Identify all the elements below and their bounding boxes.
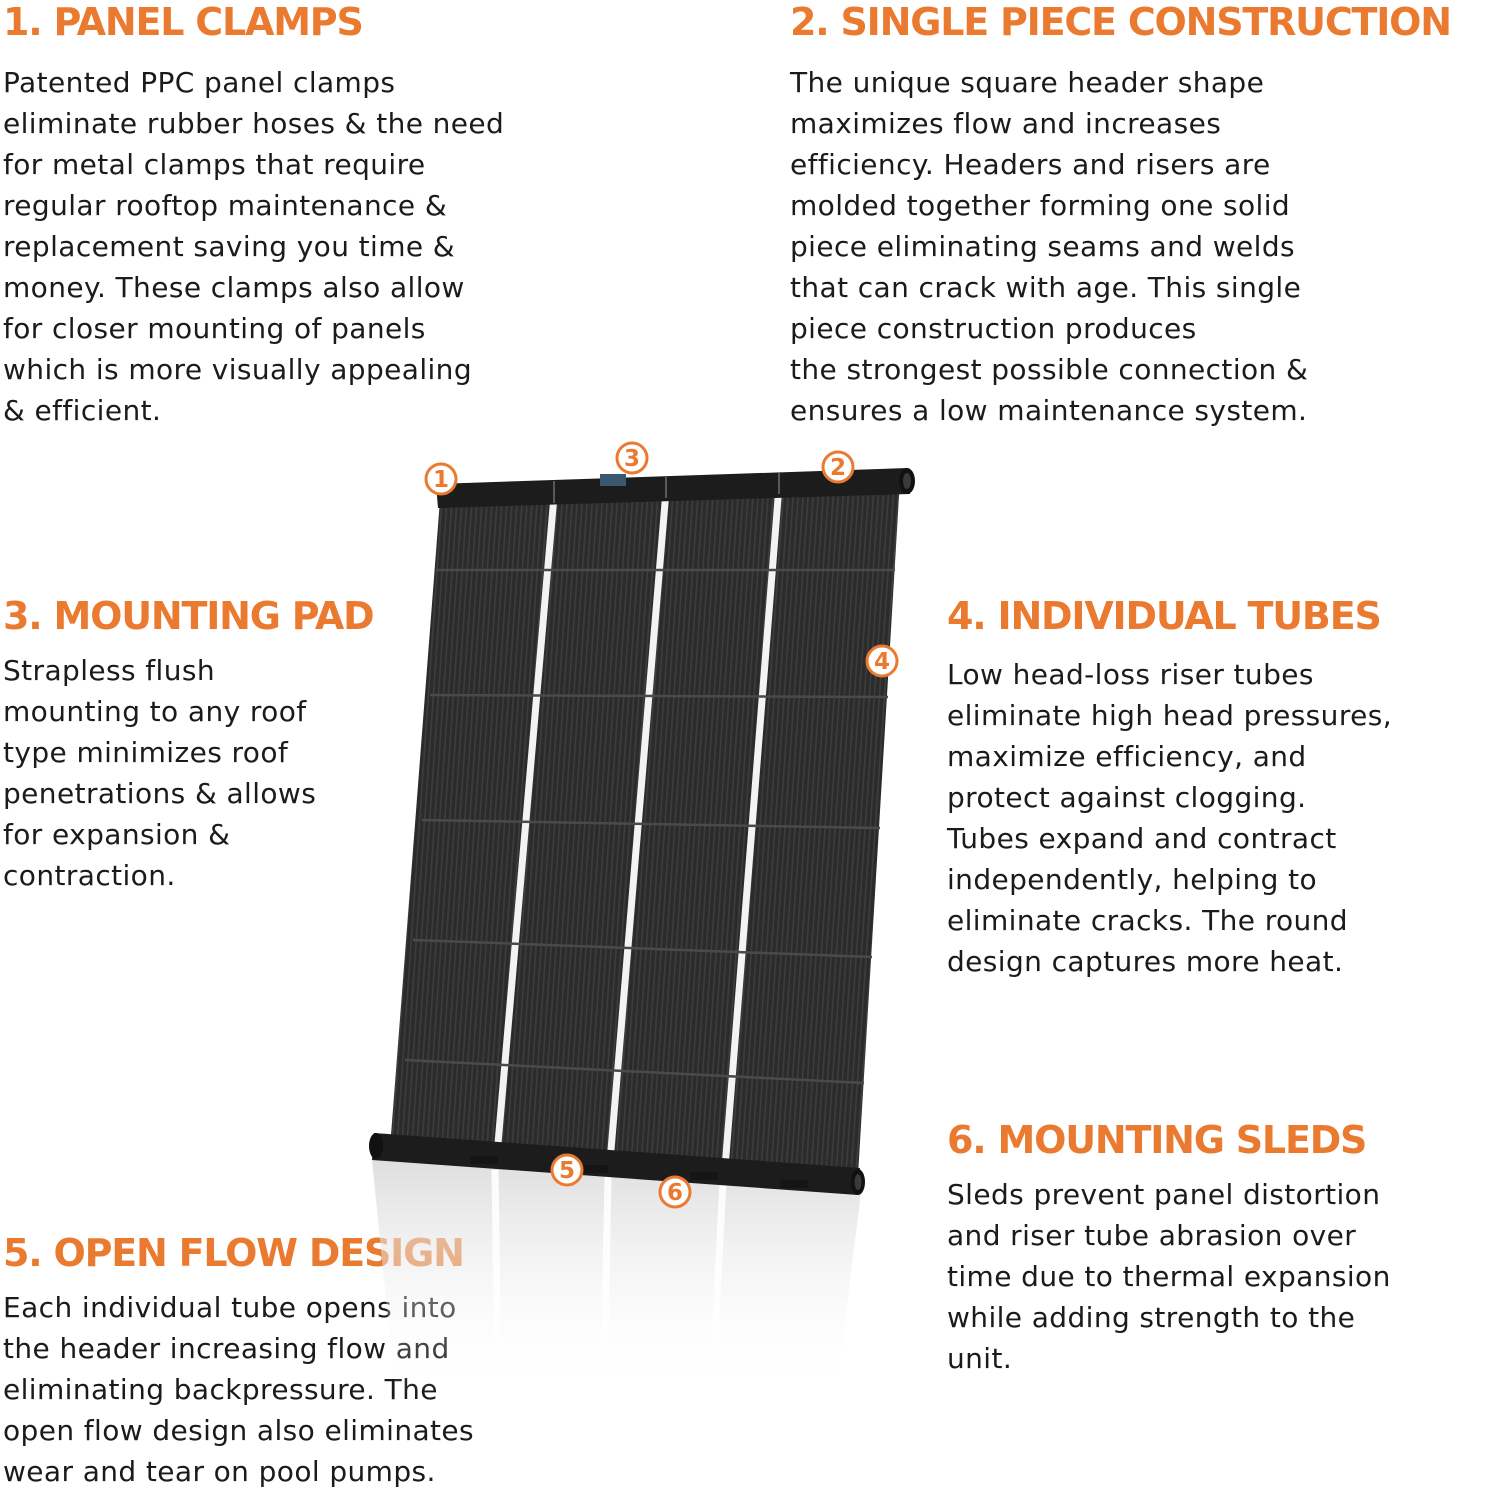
svg-text:5: 5 <box>559 1158 575 1184</box>
feature-mounting-pad: 3. MOUNTING PAD Strapless flush mounting… <box>3 594 375 896</box>
callout-3: 3 <box>615 441 649 475</box>
feature-title: 4. INDIVIDUAL TUBES <box>947 594 1382 638</box>
panel-reflection <box>372 1160 862 1400</box>
callout-5: 5 <box>550 1153 584 1187</box>
svg-text:2: 2 <box>830 455 846 481</box>
collector-panel <box>390 480 900 1175</box>
feature-single-piece-construction: 2. SINGLE PIECE CONSTRUCTION The unique … <box>790 0 1452 431</box>
feature-description: The unique square header shape maximizes… <box>790 66 1309 427</box>
svg-text:1: 1 <box>433 467 449 493</box>
panel-clamp <box>600 474 626 486</box>
feature-description: Sleds prevent panel distortion and riser… <box>947 1178 1391 1375</box>
feature-description: Each individual tube opens into the head… <box>3 1291 475 1488</box>
svg-text:6: 6 <box>667 1180 683 1206</box>
feature-description: Low head-loss riser tubes eliminate high… <box>947 658 1393 978</box>
mounting-lines <box>404 568 895 1085</box>
feature-description: Strapless flush mounting to any roof typ… <box>3 654 317 892</box>
feature-title: 1. PANEL CLAMPS <box>3 0 364 44</box>
svg-text:3: 3 <box>624 446 640 472</box>
feature-panel-clamps: 1. PANEL CLAMPS Patented PPC panel clamp… <box>3 0 504 431</box>
reflection-gaps <box>491 1169 727 1391</box>
feature-description: Patented PPC panel clamps eliminate rubb… <box>3 66 505 427</box>
feature-mounting-sleds: 6. MOUNTING SLEDS Sleds prevent panel di… <box>947 1118 1391 1379</box>
callout-4: 4 <box>865 644 899 678</box>
feature-title: 2. SINGLE PIECE CONSTRUCTION <box>790 0 1452 44</box>
callout-2: 2 <box>821 450 855 484</box>
bottom-header-pipe <box>369 1133 865 1195</box>
feature-open-flow-design: 5. OPEN FLOW DESIGN Each individual tube… <box>3 1231 474 1492</box>
callout-6: 6 <box>658 1175 692 1209</box>
mounting-sleds <box>470 1156 808 1188</box>
feature-individual-tubes: 4. INDIVIDUAL TUBES Low head-loss riser … <box>947 594 1392 982</box>
feature-title: 3. MOUNTING PAD <box>3 594 375 638</box>
feature-title: 6. MOUNTING SLEDS <box>947 1118 1367 1162</box>
svg-text:4: 4 <box>874 649 890 675</box>
callout-1: 1 <box>424 462 458 496</box>
top-header-pipe <box>436 468 915 508</box>
